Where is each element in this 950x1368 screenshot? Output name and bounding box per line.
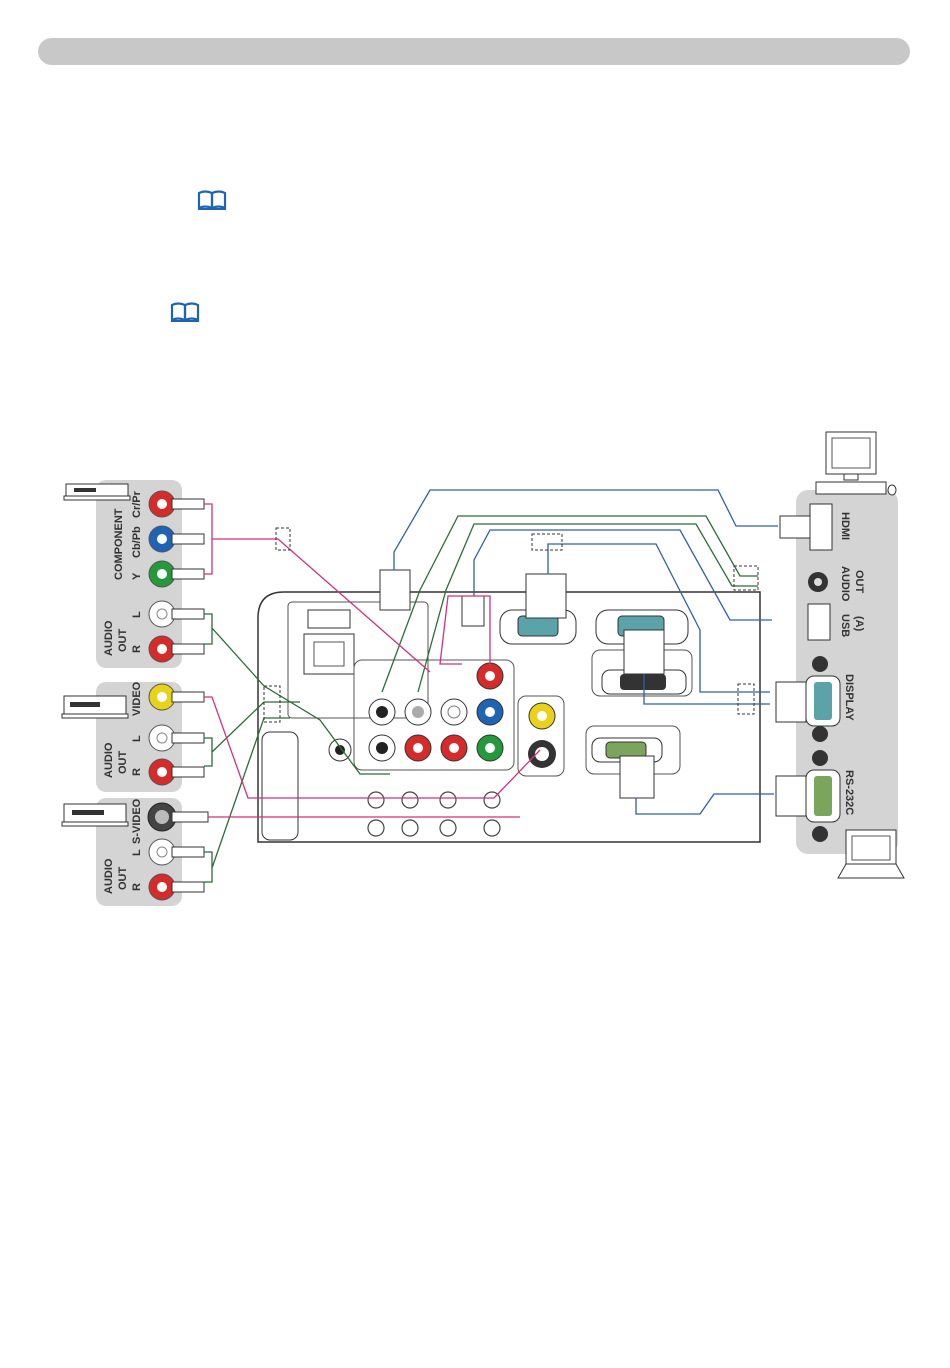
- hdmi-plug: [380, 570, 410, 610]
- jack-cb-pb: [149, 526, 175, 552]
- jack-cr-pr: [149, 491, 175, 517]
- jack-audio-l: [149, 725, 175, 751]
- laptop-icon: [838, 830, 904, 878]
- cr-pr-label: Cr/Pr: [131, 490, 143, 518]
- jack-video: [149, 684, 175, 710]
- jack-audio-l: [149, 601, 175, 627]
- jack-audio-r: [149, 874, 175, 900]
- hdmi-port: [810, 504, 832, 550]
- audio-l-label: L: [131, 611, 143, 618]
- usb-a-label: (A): [853, 616, 865, 632]
- audio-l-label: L: [131, 735, 143, 742]
- audio-out-label: AUDIO: [839, 566, 851, 602]
- vga-plug: [526, 574, 566, 618]
- usb-port: [308, 610, 350, 628]
- video-label: VIDEO: [131, 681, 143, 716]
- display-label: DISPLAY: [843, 674, 855, 721]
- usb-plug: [462, 596, 484, 626]
- vcr-icon: [62, 804, 128, 826]
- audio-label: AUDIO: [103, 742, 115, 778]
- audio-r-label: R: [131, 768, 143, 776]
- jack-audio-l: [149, 839, 175, 865]
- cb-pb-label: Cb/Pb: [131, 526, 143, 558]
- rubber-foot: [262, 732, 298, 840]
- audio-out-label-2: OUT: [853, 570, 865, 594]
- audio-label: AUDIO: [103, 858, 115, 894]
- vga-plug: [624, 630, 664, 674]
- hdmi-label: HDMI: [839, 512, 851, 540]
- audio-r-label: R: [131, 645, 143, 653]
- audio-l-label: L: [131, 849, 143, 856]
- usb-label: USB: [839, 614, 851, 637]
- header-bar: [38, 38, 910, 65]
- out-label: OUT: [117, 629, 129, 653]
- book-icon[interactable]: [170, 302, 200, 322]
- jack-audio-r: [149, 759, 175, 785]
- y-label: Y: [131, 572, 143, 580]
- vcr-icon: [62, 696, 128, 718]
- lan-port: [304, 634, 354, 674]
- book-icon[interactable]: [197, 190, 227, 210]
- jack-audio-r: [149, 636, 175, 662]
- component-label: COMPONENT: [113, 508, 125, 580]
- audio-label: AUDIO: [103, 620, 115, 656]
- out-label: OUT: [117, 751, 129, 775]
- connection-diagram: COMPONENT Cr/Pr Cb/Pb Y AUDIO OUT L R VI…: [0, 420, 950, 920]
- dvd-player-icon: [64, 484, 130, 500]
- rs232c-label: RS-232C: [843, 770, 855, 815]
- desktop-computer-icon: [816, 432, 896, 495]
- s-video-label: S-VIDEO: [131, 798, 143, 844]
- usb-a-port: [808, 604, 830, 640]
- audio-r-label: R: [131, 883, 143, 891]
- out-label: OUT: [117, 867, 129, 891]
- jack-y: [149, 561, 175, 587]
- serial-plug: [620, 756, 654, 798]
